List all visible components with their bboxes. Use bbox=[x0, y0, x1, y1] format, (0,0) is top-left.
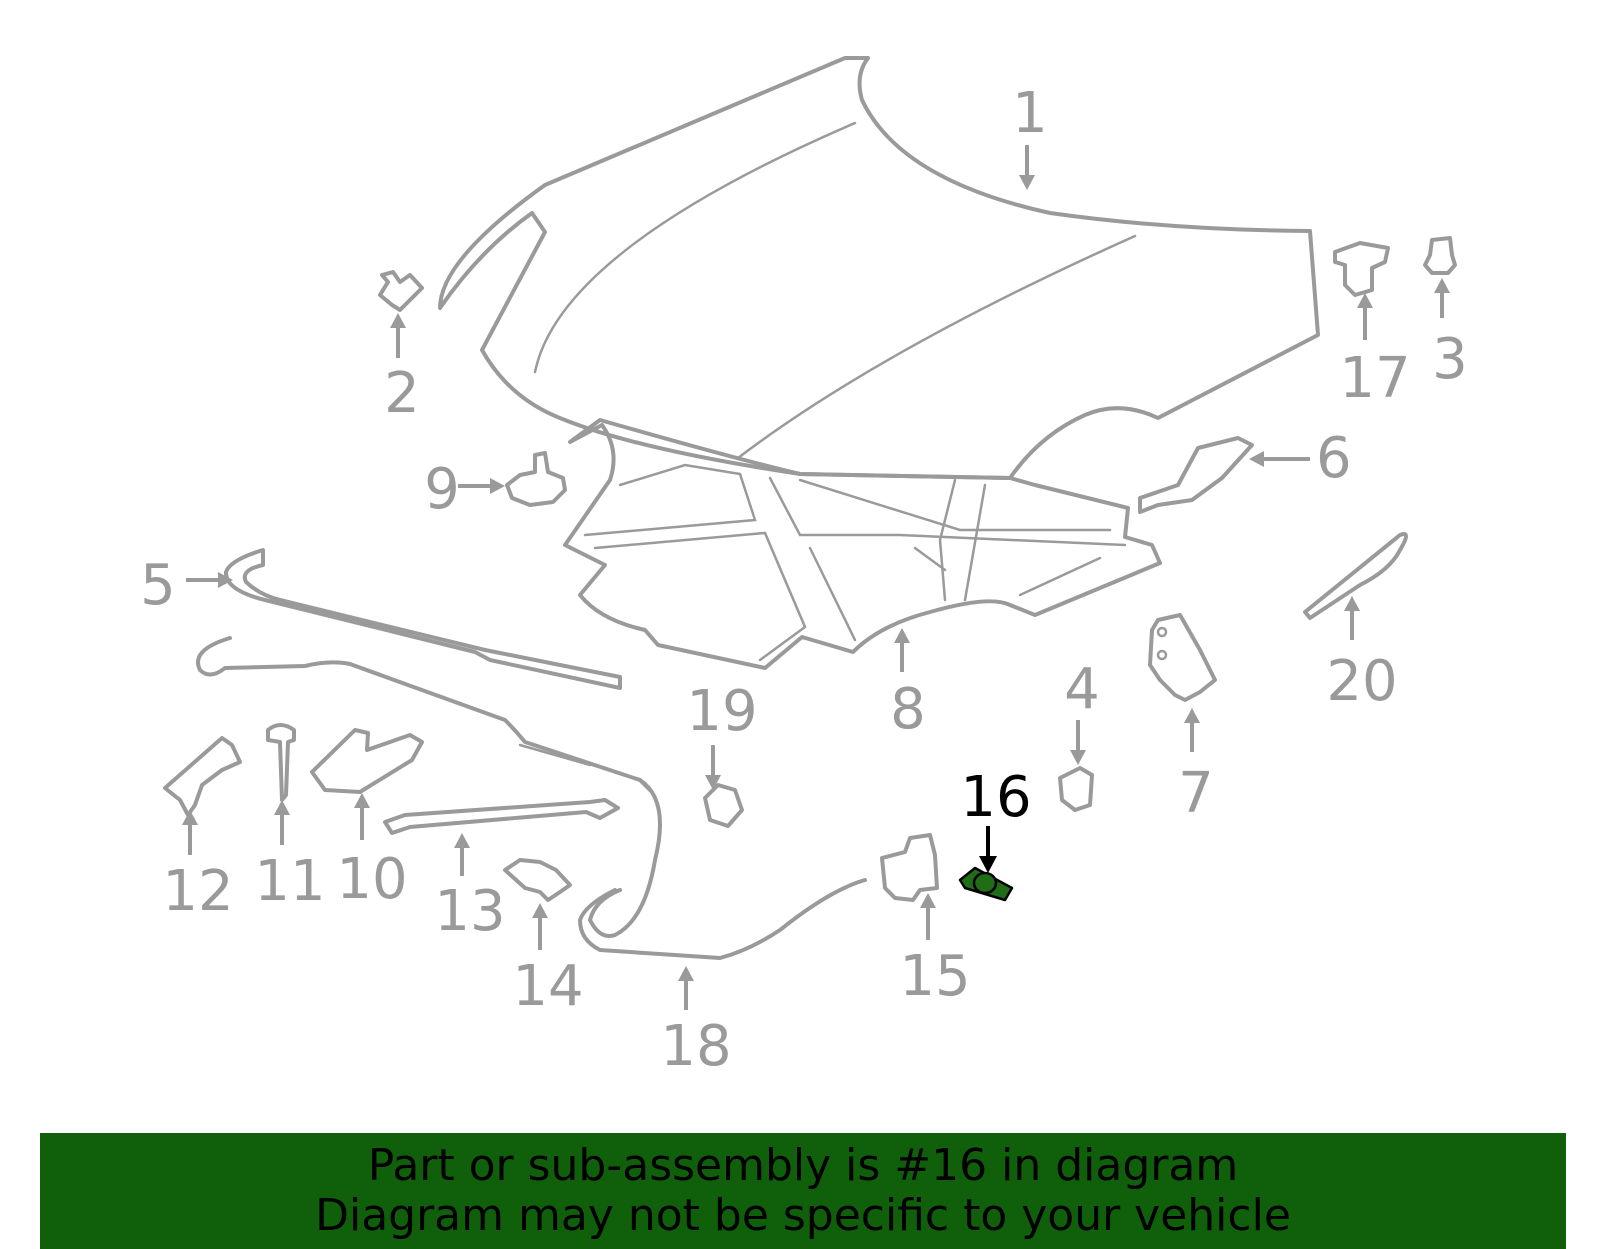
callout-arrow-12 bbox=[182, 810, 198, 855]
part-15-latch bbox=[880, 833, 939, 902]
callout-8: 8 bbox=[890, 677, 926, 742]
callout-arrow-20 bbox=[1344, 596, 1360, 640]
callout-1: 1 bbox=[1012, 81, 1048, 146]
callout-15: 15 bbox=[899, 944, 970, 1009]
callout-arrow-1 bbox=[1019, 145, 1035, 190]
callout-6: 6 bbox=[1316, 426, 1352, 491]
callout-9: 9 bbox=[424, 457, 460, 522]
part-16-highlighted-fastener bbox=[958, 866, 1014, 902]
part-20-seal-strip bbox=[1303, 532, 1408, 620]
callout-16-highlighted-group: 16 bbox=[960, 765, 1031, 830]
part-3-plug bbox=[1423, 236, 1457, 275]
callout-4: 4 bbox=[1064, 657, 1100, 722]
callout-arrow-6 bbox=[1249, 451, 1310, 467]
part-5-weatherstrip bbox=[224, 548, 622, 690]
callout-arrow-16 bbox=[979, 826, 997, 873]
callout-7: 7 bbox=[1178, 761, 1214, 826]
callout-arrow-5 bbox=[186, 572, 233, 588]
part-7-latch-bracket bbox=[1148, 613, 1217, 702]
callout-arrow-8 bbox=[894, 628, 910, 672]
part-19-pad bbox=[703, 783, 744, 828]
callout-arrow-19 bbox=[705, 745, 721, 790]
part-18-release-cable bbox=[196, 636, 867, 960]
callout-3: 3 bbox=[1432, 327, 1468, 392]
callout-16: 16 bbox=[960, 765, 1031, 830]
callout-arrow-13 bbox=[454, 833, 470, 876]
callout-arrow-14 bbox=[532, 903, 548, 950]
callout-arrow-9 bbox=[458, 478, 505, 494]
part-8-hood-inner-frame bbox=[563, 418, 1162, 670]
callout-19: 19 bbox=[686, 679, 757, 744]
callout-arrow-3 bbox=[1434, 278, 1450, 318]
callout-arrow-10 bbox=[354, 793, 370, 840]
callout-arrow-18 bbox=[678, 966, 694, 1010]
callout-5: 5 bbox=[140, 553, 176, 618]
part-13-rod bbox=[383, 798, 620, 835]
callout-11: 11 bbox=[254, 849, 325, 914]
part-11-support-rod bbox=[266, 723, 296, 802]
info-banner: Part or sub-assembly is #16 in diagram D… bbox=[40, 1133, 1566, 1249]
callout-14: 14 bbox=[512, 954, 583, 1019]
callout-20: 20 bbox=[1326, 649, 1397, 714]
callout-13: 13 bbox=[434, 879, 505, 944]
parts-diagram: 1 2 3 4 5 6 7 8 9 10 11 12 13 14 15 16 1… bbox=[140, 56, 1468, 1079]
callout-arrow-11 bbox=[274, 800, 290, 845]
part-1-hood bbox=[438, 56, 1320, 480]
part-10-bracket bbox=[310, 728, 424, 794]
callout-2: 2 bbox=[384, 361, 420, 426]
banner-line-1: Part or sub-assembly is #16 in diagram bbox=[367, 1140, 1239, 1191]
callout-10: 10 bbox=[336, 847, 407, 912]
part-2-clip bbox=[378, 270, 424, 312]
part-9-bumper-stop bbox=[505, 451, 567, 507]
banner-line-2: Diagram may not be specific to your vehi… bbox=[315, 1190, 1291, 1241]
callout-18: 18 bbox=[660, 1014, 731, 1079]
callout-arrow-17 bbox=[1357, 293, 1373, 340]
part-6-hinge-bracket bbox=[1138, 436, 1254, 514]
part-17-grommet bbox=[1333, 241, 1390, 297]
part-14-clip bbox=[503, 858, 572, 902]
callout-17: 17 bbox=[1339, 346, 1410, 411]
callout-arrow-2 bbox=[390, 313, 406, 358]
part-4-cap bbox=[1058, 766, 1094, 812]
part-12-bracket bbox=[163, 736, 242, 817]
callout-arrow-7 bbox=[1184, 708, 1200, 752]
callout-arrow-15 bbox=[920, 893, 936, 940]
callout-12: 12 bbox=[162, 859, 233, 924]
callout-arrow-4 bbox=[1070, 720, 1086, 765]
